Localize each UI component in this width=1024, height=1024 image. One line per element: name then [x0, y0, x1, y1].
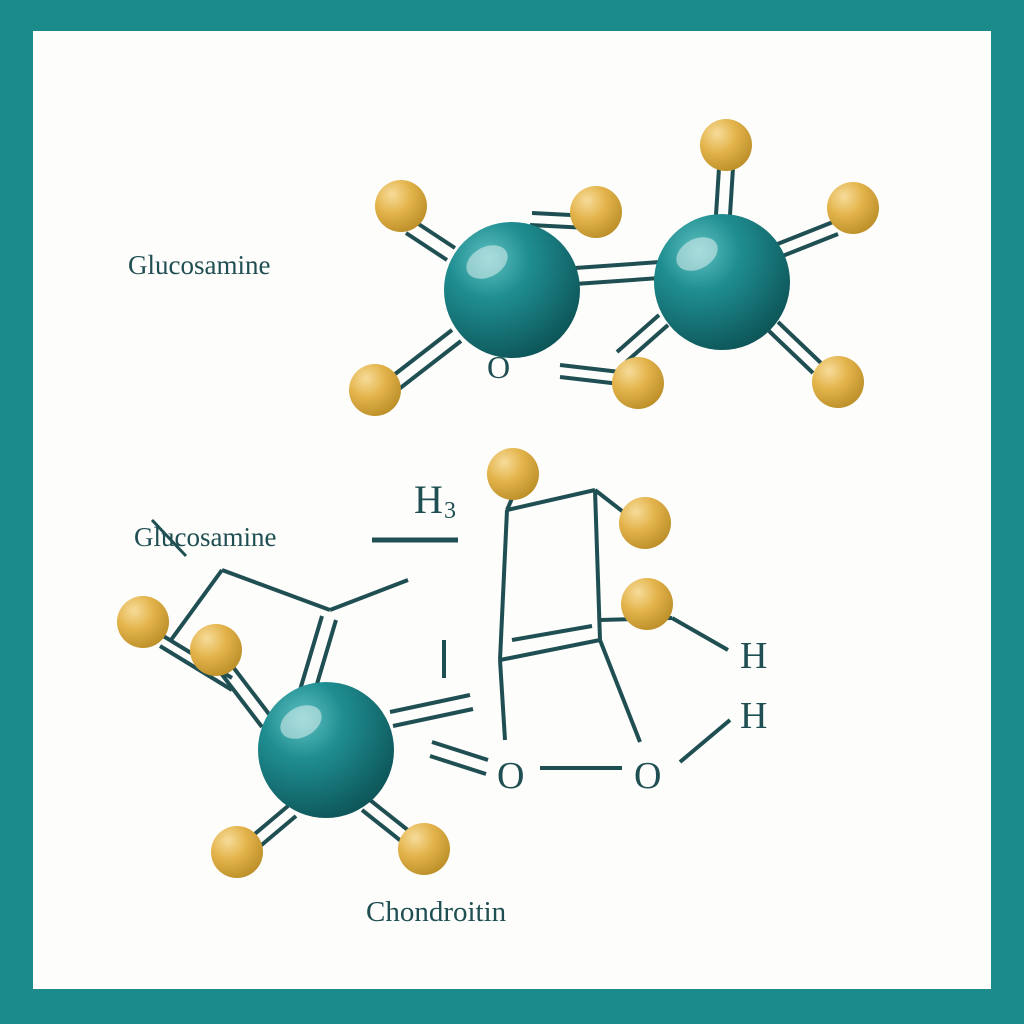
diagram-canvas [33, 31, 991, 989]
label-glucosamine-bottom: Glucosamine [134, 522, 277, 552]
atom-label-h-lower: H [740, 695, 768, 737]
atom-label-h3-subscript: 3 [444, 498, 456, 524]
atom-label-o-left: O [497, 755, 525, 797]
atom-label-o-right: O [634, 755, 662, 797]
atom-label-o-top: O [487, 349, 511, 385]
atom-label-h-upper: H [740, 635, 768, 677]
label-glucosamine-top: Glucosamine [128, 250, 271, 280]
label-chondroitin: Chondroitin [366, 896, 507, 928]
atom-label-h3: H [414, 477, 443, 522]
